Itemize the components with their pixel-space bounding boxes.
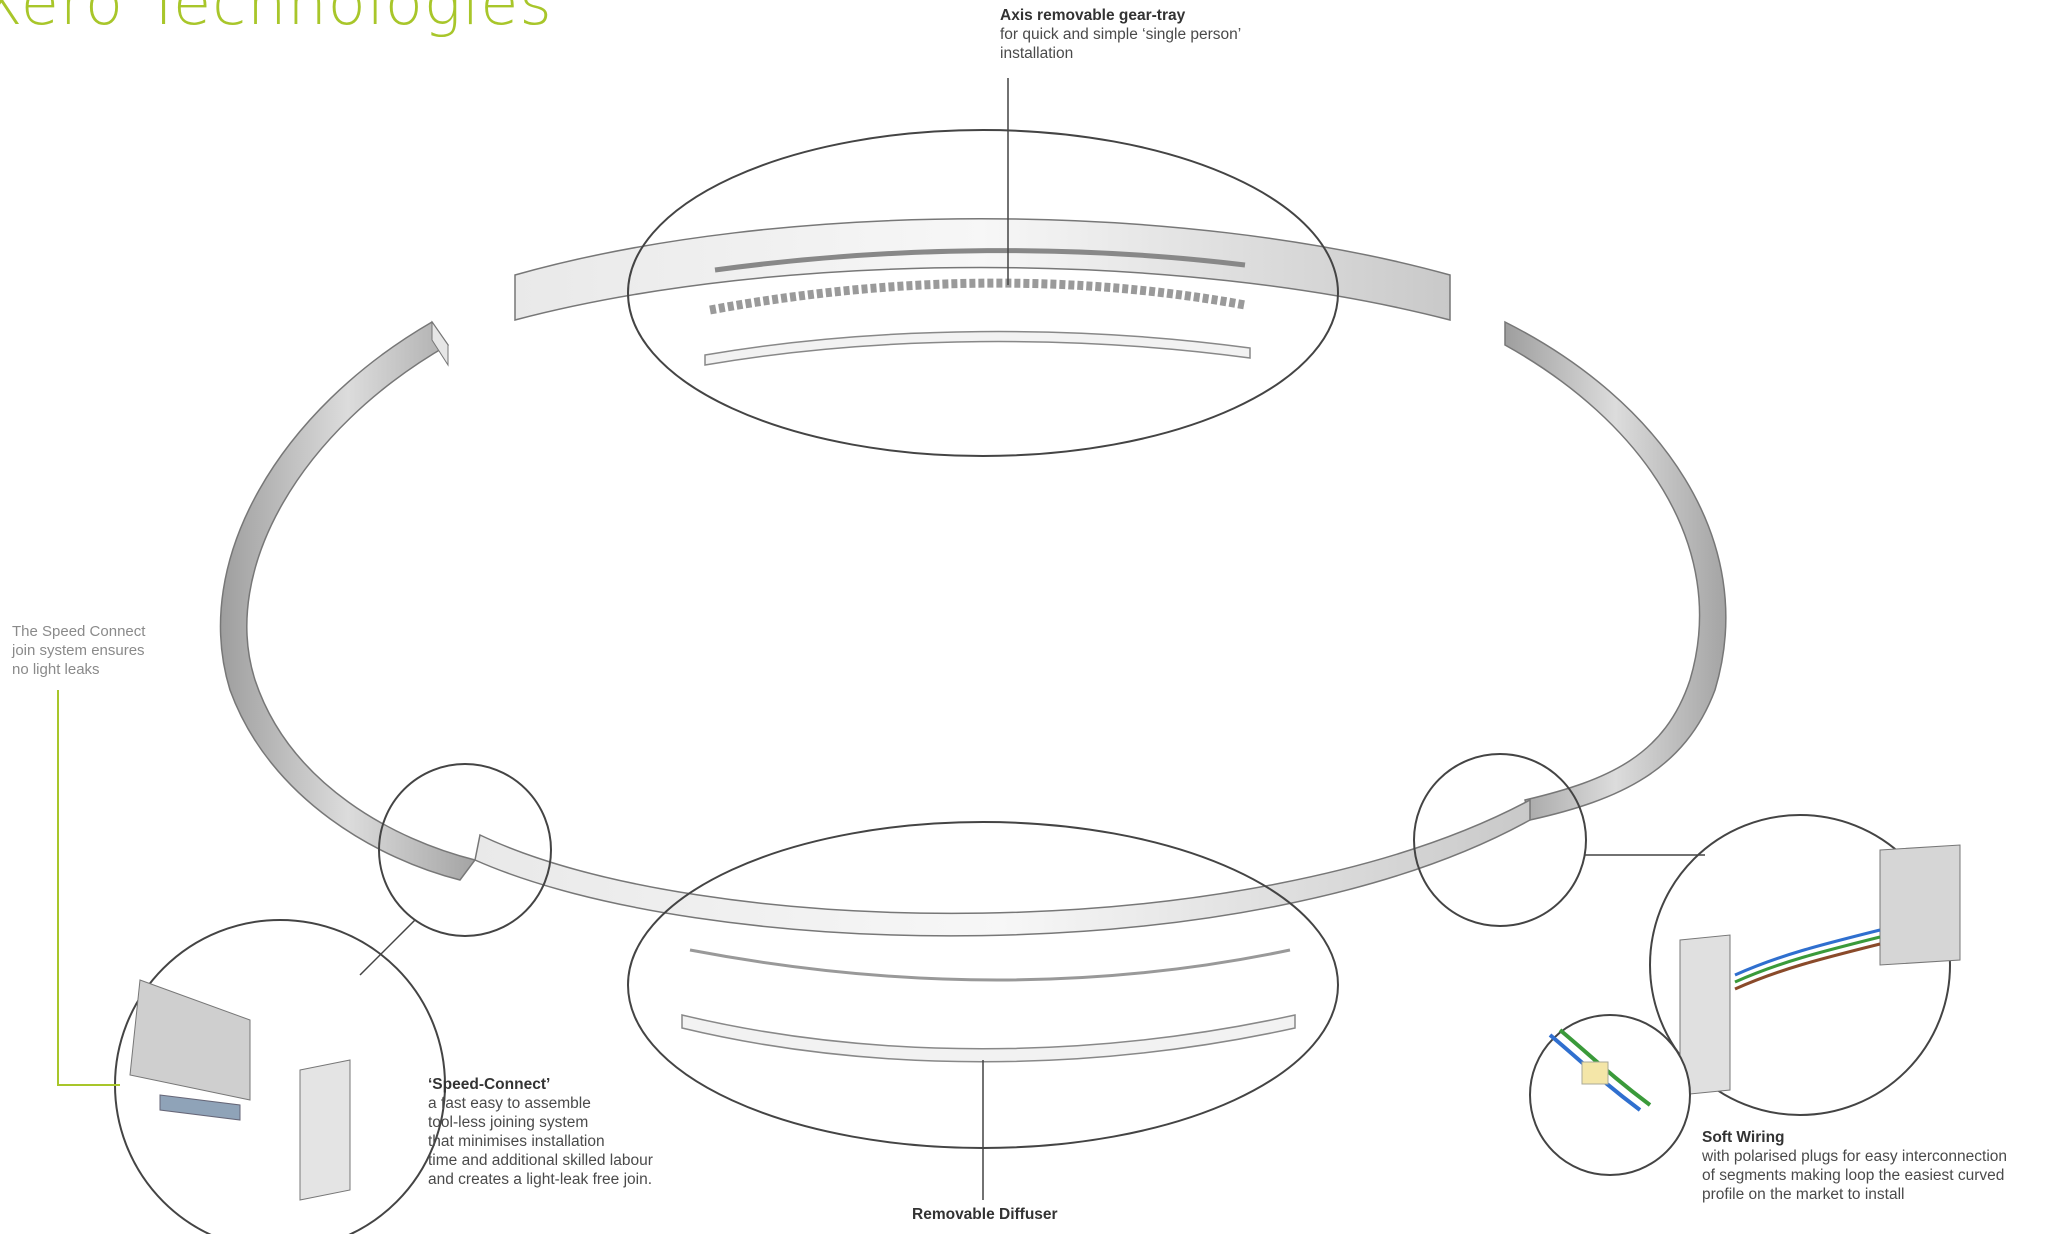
gear-tray-parts [704, 248, 1251, 366]
soft-wiring-body: with polarised plugs for easy interconne… [1702, 1148, 2008, 1203]
ring-top-segment [514, 218, 1451, 321]
speed-connect-callout: ‘Speed-Connect’ a fast easy to assemble … [428, 1075, 728, 1189]
speed-connect-detail [114, 919, 446, 1234]
soft-wiring-detail [1529, 814, 1961, 1176]
ring-bottom-segment [474, 798, 1531, 982]
soft-wiring-small-circle [1413, 753, 1587, 927]
gear-tray-title: Axis removable gear-tray [1000, 7, 1186, 24]
speed-connect-leader [359, 919, 416, 976]
soft-wiring-title: Soft Wiring [1702, 1129, 1785, 1146]
speed-connect-note-leader [57, 690, 120, 1086]
page-title: Xero Technologies [0, 0, 553, 39]
soft-wiring-callout: Soft Wiring with polarised plugs for eas… [1702, 1128, 2062, 1204]
speed-connect-small-circle [378, 763, 552, 937]
ring-right-segment [1504, 320, 1727, 821]
ring-left-segment [219, 320, 477, 881]
gear-tray-callout: Axis removable gear-tray for quick and s… [1000, 6, 1340, 63]
speed-connect-body: a fast easy to assemble tool-less joinin… [428, 1095, 653, 1188]
speed-connect-note: The Speed Connect join system ensures no… [12, 623, 146, 678]
speed-connect-title: ‘Speed-Connect’ [428, 1076, 551, 1093]
diffuser-part [681, 1014, 1296, 1063]
gear-tray-body: for quick and simple ‘single person’ ins… [1000, 26, 1242, 62]
diffuser-callout: Removable Diffuser [912, 1205, 1092, 1224]
gear-tray-highlight-ellipse [627, 129, 1339, 457]
diffuser-title: Removable Diffuser [912, 1206, 1058, 1223]
